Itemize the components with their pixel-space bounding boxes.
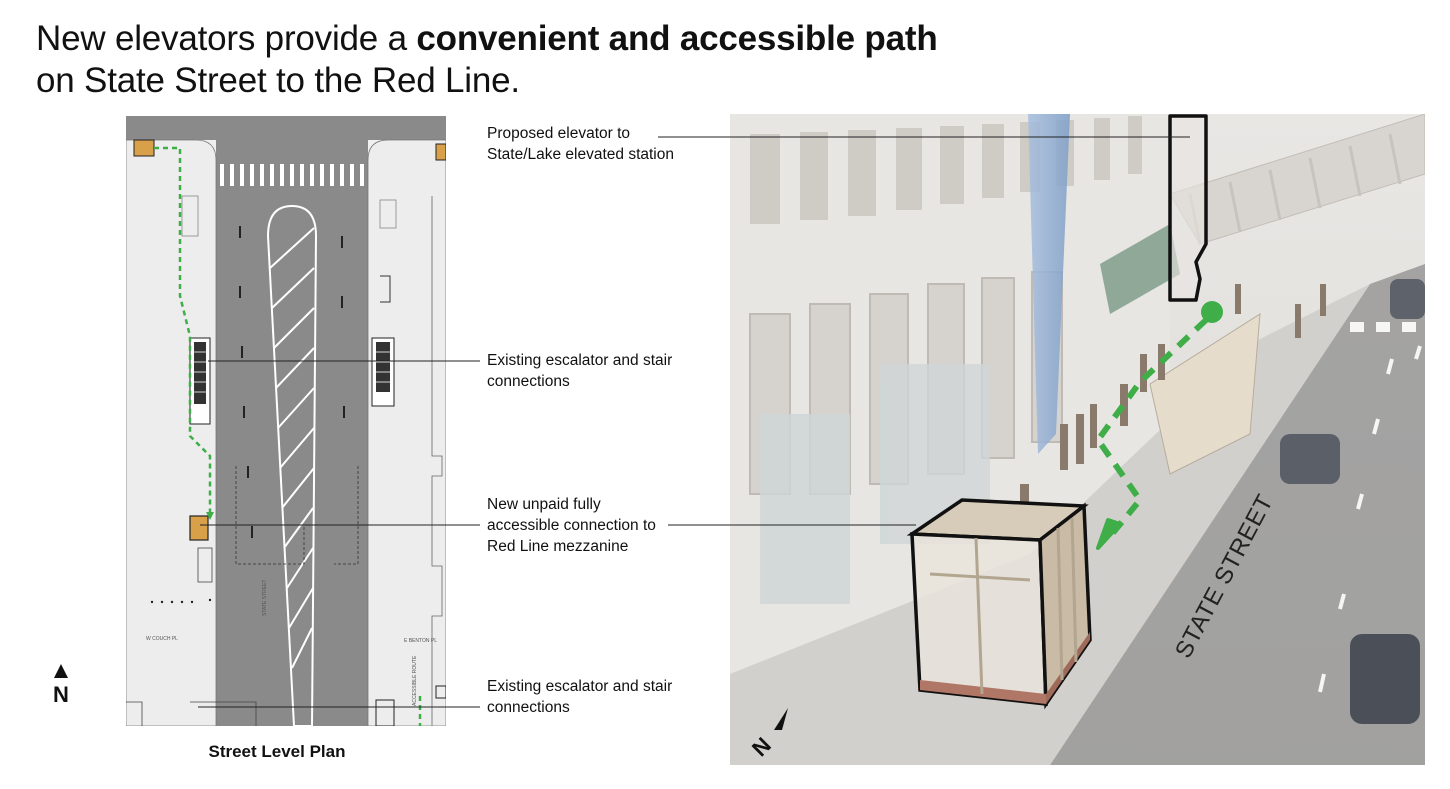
- station-rendering: N: [730, 114, 1425, 765]
- crosswalk: [220, 164, 364, 186]
- elevator-state-lake: [133, 139, 155, 157]
- existing-entrance: [1149, 313, 1261, 475]
- label-state-street: STATE STREET: [262, 580, 268, 616]
- proposed-elevator-state-lake: [1168, 114, 1208, 302]
- path-origin-dot: [1201, 301, 1223, 323]
- street-level-plan: W COUCH PL STATE STREET E BENTON PL ACCE…: [126, 116, 446, 726]
- headline-line-2: on State Street to the Red Line.: [36, 61, 520, 100]
- plan-caption: Street Level Plan: [208, 742, 346, 761]
- north-arrow-plan: N: [48, 664, 74, 708]
- callout-escalator-1: Existing escalator and stair connections: [487, 352, 673, 390]
- cars: [1280, 279, 1425, 724]
- label-accessible-route: ACCESSIBLE ROUTE: [412, 655, 418, 706]
- headline: New elevators provide a convenient and a…: [36, 18, 938, 102]
- label-w-couch: W COUCH PL: [146, 636, 178, 642]
- headline-emphasis: convenient and accessible path: [416, 19, 938, 58]
- callout-red-line-connection: New unpaid fully accessible connection t…: [487, 496, 656, 555]
- callout-escalator-2: Existing escalator and stair connections: [487, 678, 673, 716]
- median: [266, 204, 318, 726]
- new-elevator-kiosk: [906, 498, 1092, 710]
- blue-banner: [1028, 114, 1070, 454]
- photo-road: [1050, 264, 1425, 765]
- awnings: [1100, 224, 1180, 314]
- headline-line-1: New elevators provide a convenient and a…: [36, 19, 938, 58]
- state-street-road: [216, 116, 368, 726]
- accessible-path: [154, 146, 212, 516]
- elevator-red-line: [189, 515, 209, 541]
- right-escalator: [371, 337, 395, 407]
- label-e-benton: E BENTON PL: [404, 638, 437, 644]
- left-escalator: [189, 337, 211, 425]
- north-label: N: [53, 682, 69, 707]
- callout-state-lake-elevator: Proposed elevator to State/Lake elevated…: [487, 125, 674, 163]
- north-arrow-icon: [54, 664, 68, 678]
- photo-accessible-path: [1094, 317, 1209, 536]
